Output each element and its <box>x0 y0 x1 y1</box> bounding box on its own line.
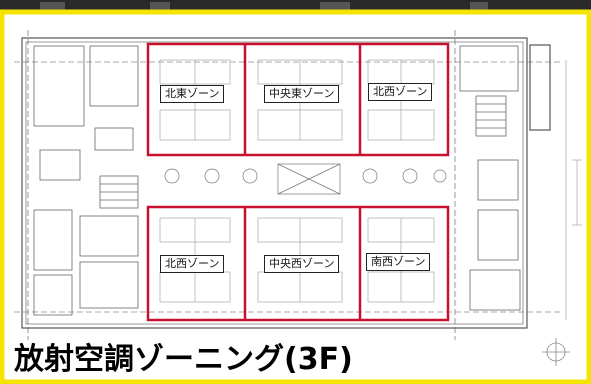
zone-label-northwest: 北西ゾーン <box>368 83 433 101</box>
central-corridor <box>164 163 447 195</box>
yellow-border <box>0 9 591 384</box>
left-core <box>33 45 139 316</box>
desk-layout <box>159 59 435 303</box>
north-zone-block <box>146 42 450 157</box>
north-arrow-icon <box>542 338 570 366</box>
zone-label-northeast: 北東ゾーン <box>160 85 225 103</box>
zone-label-southwest: 南西ゾーン <box>366 253 431 271</box>
zone-boundaries <box>146 42 450 322</box>
building-outline <box>14 30 567 340</box>
right-core <box>459 45 521 311</box>
slide-title: 放射空調ゾーニング(3F) <box>14 342 353 377</box>
zone-label-northwest-lower: 北西ゾーン <box>160 255 225 273</box>
top-band <box>0 0 591 12</box>
dimension-marks <box>572 159 582 226</box>
zone-label-center-east: 中央東ゾーン <box>264 85 340 103</box>
zone-label-center-west: 中央西ゾーン <box>264 255 340 273</box>
south-zone-block <box>146 205 450 322</box>
